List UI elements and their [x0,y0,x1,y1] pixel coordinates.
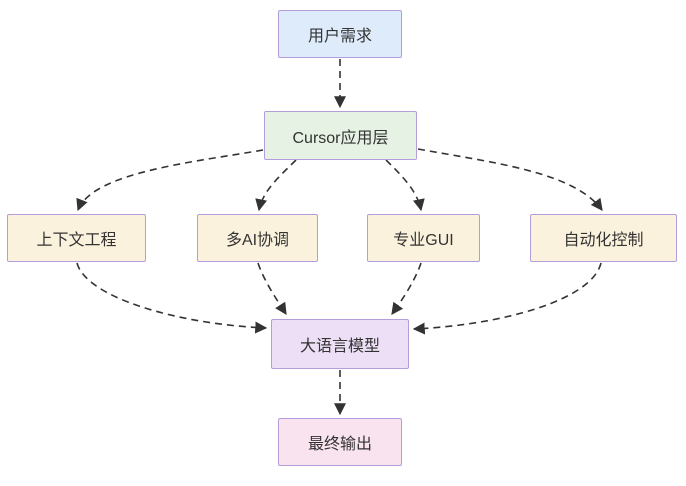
node-professional-gui-label: 专业GUI [393,232,454,249]
node-multi-ai-coordination: 多AI协调 [197,214,318,262]
edge-cursor-to-automation [417,148,603,211]
node-automation-control-label: 自动化控制 [563,232,644,249]
node-cursor-app-layer: Cursor应用层 [264,111,417,160]
node-large-language-model: 大语言模型 [271,319,409,369]
edge-cursor-to-gui [385,159,425,212]
node-professional-gui: 专业GUI [367,214,480,262]
node-user-requirements: 用户需求 [278,10,402,58]
edge-cursor-to-multi-ai [255,159,297,212]
node-final-output: 最终输出 [278,418,402,466]
node-multi-ai-coordination-label: 多AI协调 [225,232,290,249]
edge-multi-ai-to-llm [257,262,287,316]
node-final-output-label: 最终输出 [307,436,372,453]
edge-automation-to-llm [412,262,602,335]
node-context-engineering: 上下文工程 [7,214,146,262]
edge-gui-to-llm [391,262,422,315]
node-user-requirements-label: 用户需求 [307,28,372,45]
edge-context-to-llm [76,262,268,334]
edge-cursor-to-context [76,149,264,212]
node-context-engineering-label: 上下文工程 [36,232,117,249]
node-automation-control: 自动化控制 [530,214,677,262]
node-large-language-model-label: 大语言模型 [299,338,380,355]
node-cursor-app-layer-label: Cursor应用层 [292,129,389,147]
